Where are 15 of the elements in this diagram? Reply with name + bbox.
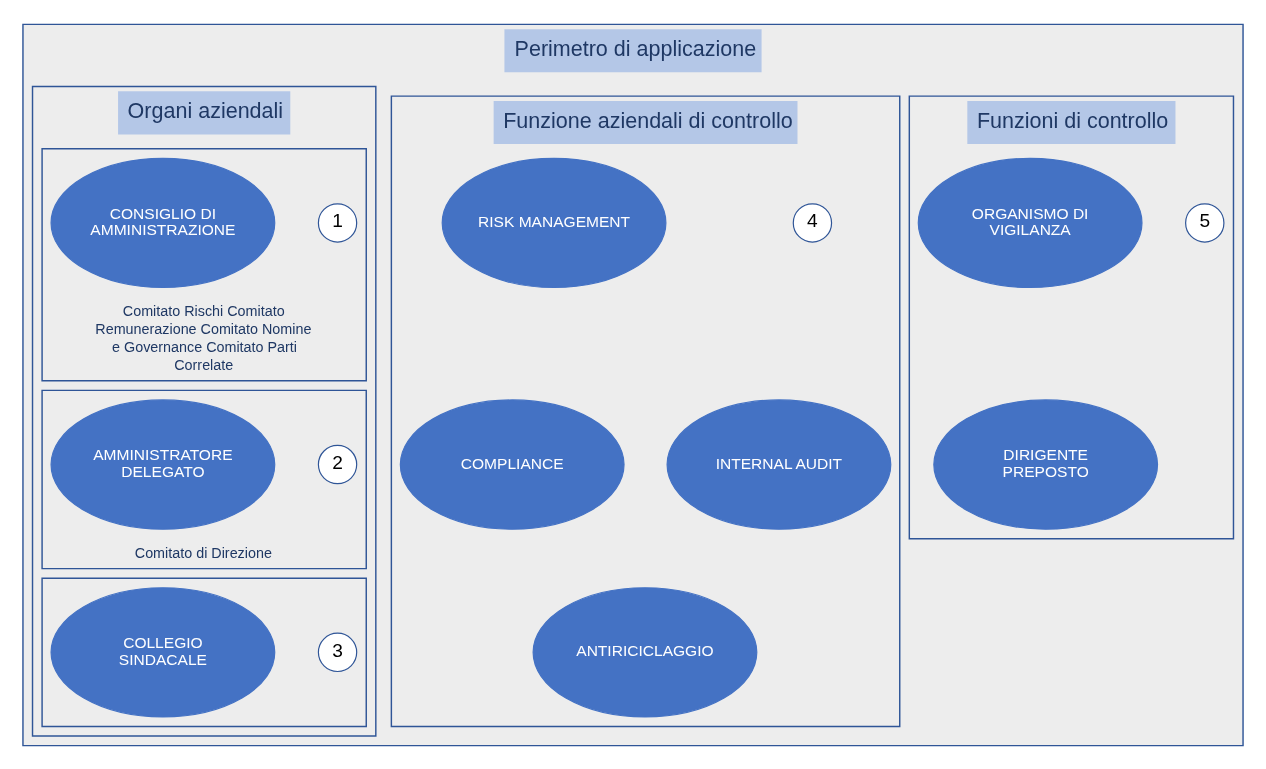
node-ellipse: ORGANISMO DI VIGILANZA (917, 157, 1143, 288)
node-circle: 1 (317, 202, 358, 243)
node-ellipse: COLLEGIO SINDACALE (50, 586, 276, 718)
node-ellipse: INTERNAL AUDIT (666, 398, 892, 530)
cluster (41, 576, 367, 727)
node-ellipse: COMPLIANCE (399, 398, 625, 530)
node-circle: 5 (1185, 202, 1225, 243)
node-ellipse: RISK MANAGEMENT (441, 157, 667, 288)
node-ellipse: AMMINISTRATORE DELEGATO (50, 398, 276, 530)
node-circle: 3 (317, 632, 358, 672)
node-ellipse: DIRIGENTE PREPOSTO (933, 398, 1159, 530)
node-circle: 2 (317, 444, 358, 484)
node-ellipse: CONSIGLIO DI AMMINISTRAZIONE (50, 157, 276, 288)
node-circle: 4 (792, 202, 833, 243)
node-ellipse: ANTIRICICLAGGIO (532, 586, 758, 718)
